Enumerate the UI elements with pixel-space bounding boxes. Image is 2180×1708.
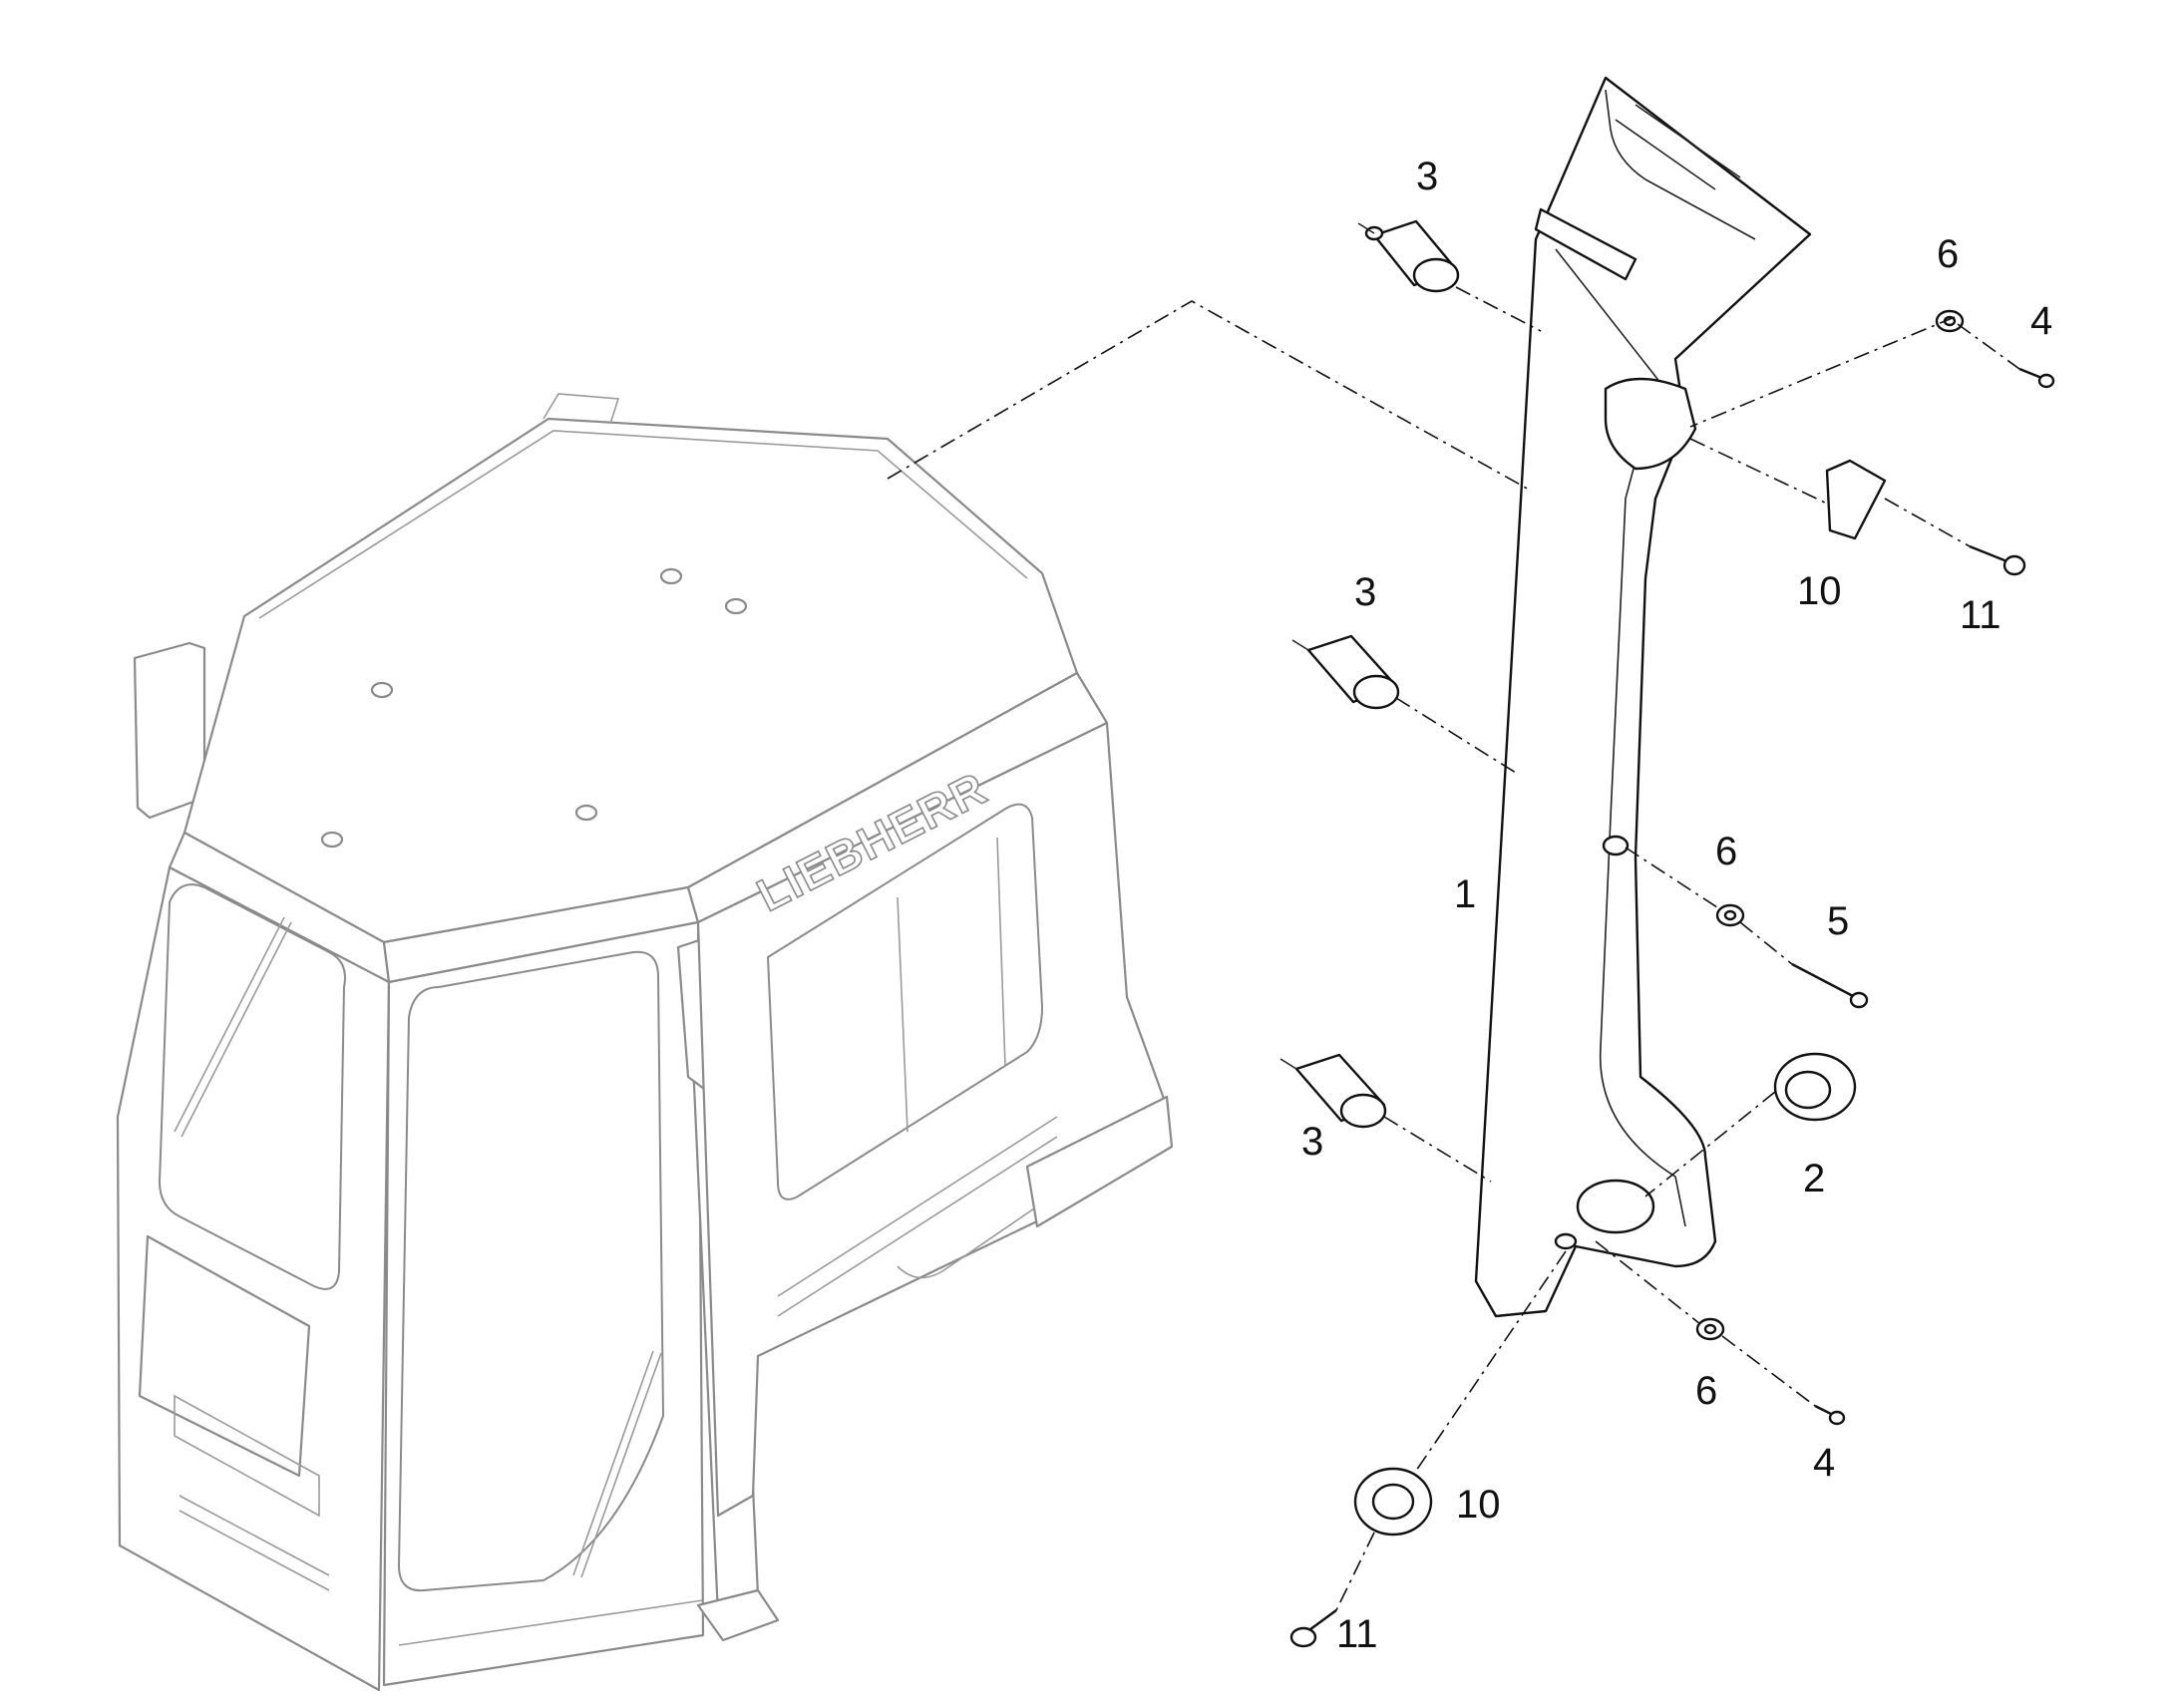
callout-2: 2: [1803, 1157, 1825, 1200]
leader-lines: [887, 286, 2020, 1611]
bolt-5: [1791, 962, 1869, 1009]
callout-11-top: 11: [1960, 593, 2001, 637]
callout-3-top: 3: [1416, 155, 1438, 198]
callout-3-bottom: 3: [1301, 1120, 1323, 1164]
screw-4-top: [2018, 367, 2055, 389]
callout-6-bottom: 6: [1695, 1369, 1717, 1413]
callout-3-middle: 3: [1354, 570, 1376, 614]
spacer-3-bottom: [1279, 1053, 1387, 1129]
cover-10-top: [1825, 459, 1887, 540]
callout-4-top: 4: [2030, 299, 2052, 343]
screw-4-bottom: [1814, 1404, 1846, 1426]
washer-6-bottom: [1695, 1317, 1725, 1341]
screw-11-top: [1969, 544, 2026, 576]
callout-11-bottom: 11: [1336, 1612, 1378, 1656]
spacer-3-top: [1357, 219, 1460, 293]
pillar-trim-part-1: [1474, 76, 1812, 1318]
cab-assembly: LIEBHERR: [116, 393, 1174, 1692]
bushing-2: [1773, 1052, 1857, 1122]
callout-10-top: 10: [1797, 569, 1842, 613]
callout-10-bottom: 10: [1456, 1483, 1501, 1527]
cover-10-bottom: [1353, 1467, 1433, 1537]
callout-4-bottom: 4: [1813, 1441, 1835, 1485]
callout-6-middle: 6: [1715, 830, 1737, 873]
callout-5: 5: [1827, 899, 1849, 943]
callout-1: 1: [1454, 872, 1476, 916]
washer-6-middle: [1715, 903, 1745, 927]
spacer-3-middle: [1291, 634, 1400, 710]
callout-labels: 3 6 4 10 11 3 6 1 5 3 2 6 4 10 11: [1301, 155, 2052, 1656]
washer-6-top: [1935, 309, 1965, 333]
screw-11-bottom: [1289, 1609, 1337, 1648]
callout-6-top: 6: [1937, 232, 1959, 276]
